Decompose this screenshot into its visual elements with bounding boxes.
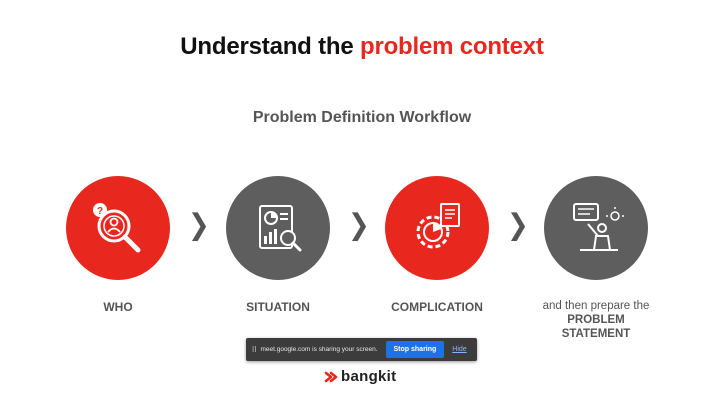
hide-button[interactable]: Hide [452, 346, 467, 353]
svg-text:?: ? [97, 206, 103, 217]
screen-share-bar: II meet.google.com is sharing your scree… [246, 338, 477, 361]
step-situation-circle [226, 176, 330, 280]
step-problem-statement-circle [544, 176, 648, 280]
presenter-idea-icon [573, 203, 624, 251]
arrow-1: ❯ [188, 208, 210, 242]
step-who-label: WHO [103, 300, 133, 314]
step-complication-label: COMPLICATION [391, 300, 483, 314]
magnifier-person-question-icon: ? [93, 203, 141, 253]
bangkit-logo: bangkit [324, 368, 396, 385]
gear-document-icon [416, 203, 460, 249]
report-charts-icon [259, 205, 302, 252]
step-complication-circle [385, 176, 489, 280]
stop-sharing-button[interactable]: Stop sharing [385, 341, 445, 358]
bangkit-logo-icon [324, 371, 338, 382]
screen-share-message: meet.google.com is sharing your screen. [260, 346, 378, 353]
slide-subtitle: Problem Definition Workflow [252, 109, 472, 126]
slide-title-accent: problem context [359, 33, 544, 60]
step-who-circle: ? [66, 176, 170, 280]
step-problem-statement-line2: PROBLEM [567, 314, 625, 326]
slide-title: Understand the problem context [0, 33, 724, 61]
step-problem-statement-prefix: and then prepare the [542, 300, 650, 312]
slide-title-part1: Understand the [180, 33, 360, 60]
step-problem-statement-label: and then prepare the PROBLEM STATEMENT [521, 299, 671, 341]
arrow-2: ❯ [348, 208, 370, 242]
step-situation-label: SITUATION [246, 300, 310, 314]
arrow-3: ❯ [507, 208, 529, 242]
bangkit-logo-text: bangkit [341, 368, 397, 385]
step-problem-statement-line3: STATEMENT [561, 328, 631, 340]
drag-handle-icon[interactable]: II [252, 345, 257, 354]
